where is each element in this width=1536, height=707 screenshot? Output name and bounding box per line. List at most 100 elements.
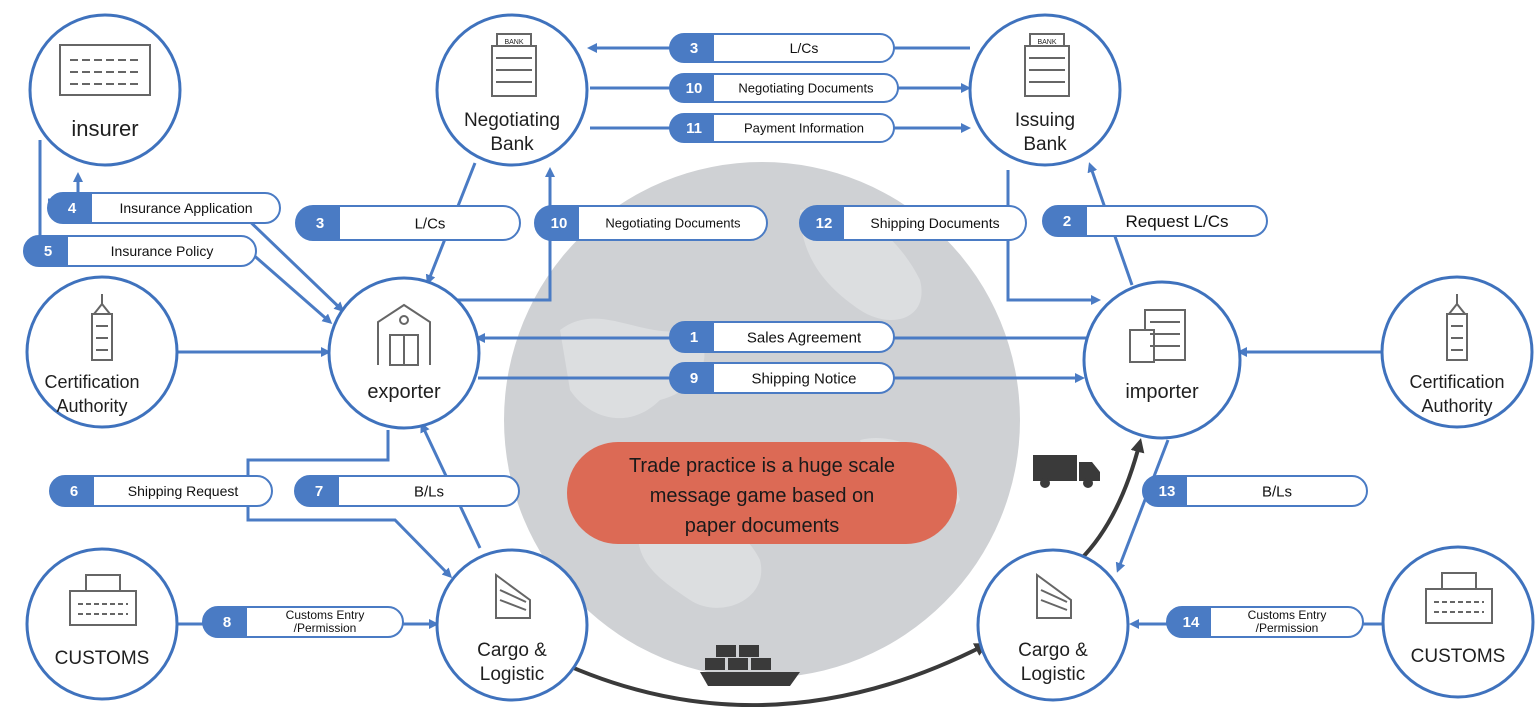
issuing-bank-label-1: Issuing	[1015, 110, 1075, 131]
warehouse-icon	[377, 303, 431, 366]
callout-line-2: message game based on	[650, 485, 875, 507]
message-pill[interactable]: 12 Shipping Documents	[799, 205, 1027, 241]
cert-right-label-1: Certification	[1409, 372, 1504, 392]
negotiating-bank-label-2: Bank	[490, 134, 534, 155]
bank-building-icon	[491, 33, 537, 97]
message-number: 11	[686, 120, 702, 137]
insurer-label: insurer	[71, 116, 138, 141]
message-number: 5	[44, 243, 52, 260]
node-issuing-bank[interactable]: BANK Issuing Bank	[968, 13, 1122, 167]
cargo-right-label-2: Logistic	[1021, 664, 1085, 685]
message-number-badge	[295, 476, 339, 506]
message-number: 1	[690, 329, 698, 346]
office-icon	[1129, 309, 1186, 363]
bank-sign-right: BANK	[1037, 39, 1056, 46]
message-pill[interactable]: 5 Insurance Policy	[23, 235, 257, 267]
message-number: 3	[690, 40, 698, 57]
message-number-badge	[800, 206, 844, 240]
message-number-badge	[670, 363, 714, 393]
callout-line-1: Trade practice is a huge scale	[629, 455, 895, 477]
cargo-left-label-2: Logistic	[480, 664, 544, 685]
node-insurer[interactable]: insurer	[28, 13, 182, 167]
message-number: 10	[686, 80, 703, 97]
message-number: 12	[816, 215, 833, 232]
exporter-label: exporter	[367, 381, 441, 403]
message-number-badge	[50, 476, 94, 506]
message-number-badge	[24, 236, 69, 266]
cargo-left-label-1: Cargo &	[477, 640, 547, 661]
message-number-badge	[1167, 607, 1211, 637]
cert-left-label-2: Authority	[56, 396, 127, 416]
node-certification-authority-left[interactable]: Certification Authority	[25, 275, 179, 429]
message-pill[interactable]: 3 L/Cs	[669, 33, 895, 63]
message-number-badge	[670, 114, 714, 142]
cert-left-label-1: Certification	[44, 372, 139, 392]
shipment-arc-arrow	[544, 643, 989, 707]
node-exporter[interactable]: exporter	[327, 276, 481, 430]
message-label: B/Ls	[1262, 483, 1292, 500]
cargo-right-label-1: Cargo &	[1018, 640, 1088, 661]
message-pill[interactable]: 14 Customs Entry/Permission	[1166, 606, 1364, 638]
customs-left-label: CUSTOMS	[55, 648, 150, 669]
node-customs-left[interactable]: CUSTOMS	[25, 547, 179, 701]
message-number-badge	[203, 607, 247, 637]
message-pill[interactable]: 11 Payment Information	[669, 113, 895, 143]
message-number-badge	[296, 206, 340, 240]
message-label: Negotiating Documents	[738, 81, 874, 96]
cargo-building-icon	[495, 573, 531, 619]
bank-building-icon	[1024, 33, 1070, 97]
tower-icon	[1446, 294, 1468, 361]
message-number-badge	[670, 322, 714, 352]
message-label: Shipping Documents	[870, 215, 999, 231]
customs-right-label: CUSTOMS	[1411, 646, 1506, 667]
insurer-building-icon	[59, 44, 151, 96]
message-label: Request L/Cs	[1126, 212, 1229, 231]
message-number-badge	[1043, 206, 1087, 236]
message-pill-frame	[1142, 475, 1368, 507]
node-certification-authority-right[interactable]: Certification Authority	[1380, 275, 1534, 429]
message-number-badge	[535, 206, 579, 240]
message-pill-frame	[49, 475, 273, 507]
message-label: Payment Information	[744, 121, 864, 136]
message-number-badge	[670, 34, 714, 62]
customs-building-icon	[69, 574, 137, 626]
message-label-line: /Permission	[1256, 621, 1319, 635]
delivery-arrow	[1078, 438, 1145, 562]
node-negotiating-bank[interactable]: BANK Negotiating Bank	[435, 13, 589, 167]
message-pill[interactable]: 10 Negotiating Documents	[669, 73, 899, 103]
message-number: 7	[315, 483, 323, 500]
truck-icon	[1033, 455, 1100, 488]
message-label: Insurance Application	[119, 200, 252, 216]
message-number: 6	[70, 483, 78, 500]
message-label: Insurance Policy	[111, 243, 214, 259]
message-label: Negotiating Documents	[605, 216, 741, 231]
summary-callout: Trade practice is a huge scale message g…	[567, 442, 957, 544]
node-cargo-left[interactable]: Cargo & Logistic	[435, 548, 589, 702]
node-customs-right[interactable]: CUSTOMS	[1381, 545, 1535, 699]
message-pill-frame	[23, 235, 257, 267]
message-number: 9	[690, 370, 698, 387]
tower-icon	[91, 294, 113, 361]
message-number: 3	[316, 215, 324, 232]
message-label-line: Customs Entry	[286, 608, 365, 622]
ship-icon	[700, 645, 800, 686]
message-number: 14	[1183, 614, 1200, 631]
node-cargo-right[interactable]: Cargo & Logistic	[976, 548, 1130, 702]
node-importer[interactable]: importer	[1082, 280, 1242, 440]
message-label: L/Cs	[790, 40, 819, 56]
message-number-badge	[1143, 476, 1187, 506]
message-number-badge	[670, 74, 714, 102]
cargo-building-icon	[1036, 573, 1072, 619]
message-label-line: Customs Entry	[1248, 608, 1327, 622]
